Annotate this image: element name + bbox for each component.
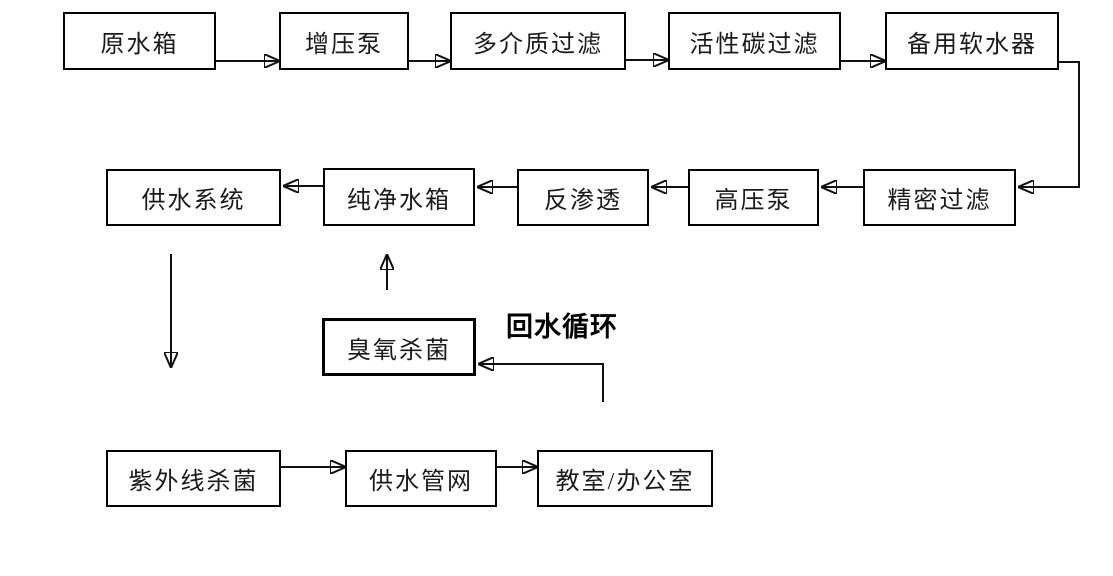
node-uv-sterilization: 紫外线杀菌	[106, 450, 281, 507]
node-precision-filter: 精密过滤	[863, 169, 1016, 226]
node-multimedia-filter: 多介质过滤	[450, 12, 626, 70]
node-reverse-osmosis: 反渗透	[517, 169, 649, 226]
arrow-return-to-ozone	[479, 364, 604, 402]
node-classroom-office: 教室/办公室	[537, 450, 713, 507]
node-water-supply-network: 供水管网	[345, 450, 497, 507]
arrow-softener-to-precision	[1019, 61, 1080, 187]
node-ozone-sterilization: 臭氧杀菌	[322, 318, 476, 376]
node-high-pressure-pump: 高压泵	[688, 169, 819, 226]
node-water-supply-system: 供水系统	[106, 169, 281, 226]
node-backup-water-softener: 备用软水器	[885, 12, 1059, 70]
node-pure-water-tank: 纯净水箱	[323, 168, 475, 226]
node-activated-carbon-filter: 活性碳过滤	[668, 12, 841, 70]
return-water-loop-label: 回水循环	[506, 312, 618, 342]
node-raw-water-tank: 原水箱	[63, 12, 216, 70]
node-booster-pump: 增压泵	[279, 12, 409, 70]
